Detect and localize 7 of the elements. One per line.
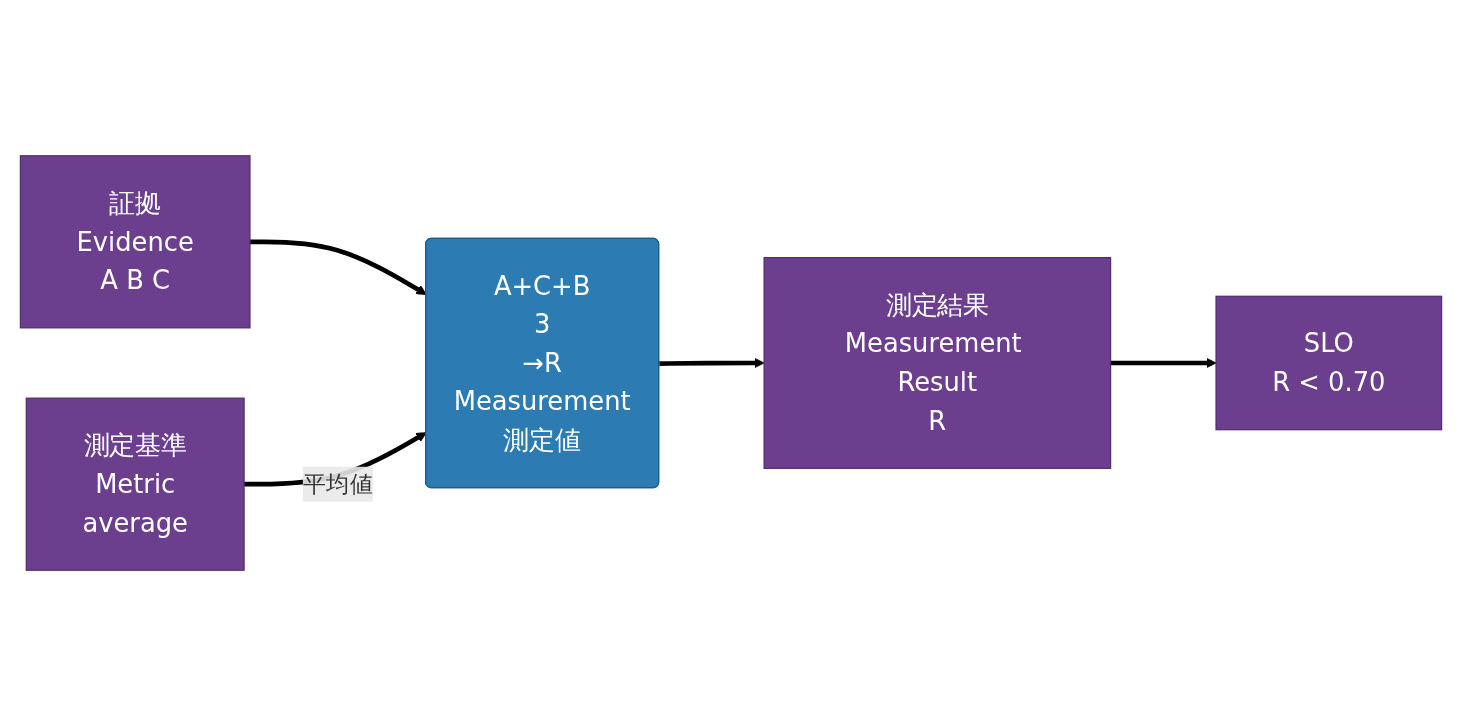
- node-box: 証拠 Evidence A B C: [19, 154, 251, 328]
- node-box: 測定結果 Measurement Result R: [762, 256, 1111, 469]
- node-box: 測定基準 Metric average: [25, 397, 245, 571]
- edge-label: 平均値: [302, 469, 373, 498]
- node-box: SLO R < 0.70: [1214, 295, 1442, 430]
- arrow: [1110, 357, 1216, 368]
- arrow: [658, 357, 764, 368]
